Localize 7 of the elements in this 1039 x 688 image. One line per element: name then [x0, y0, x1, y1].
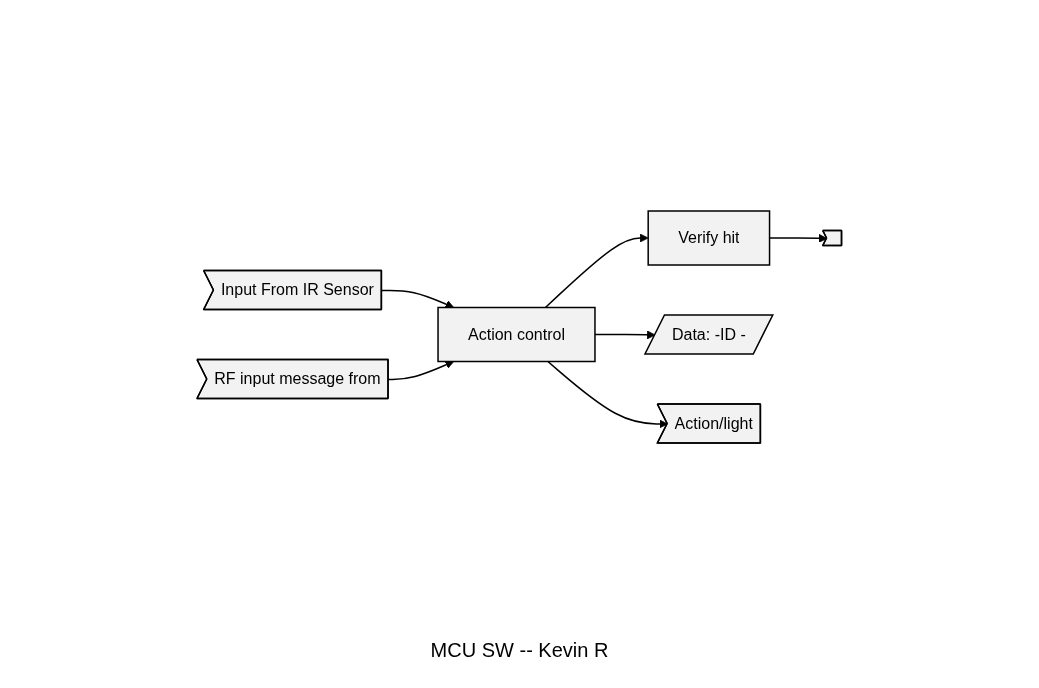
arrow [388, 360, 455, 380]
arrow [381, 289, 455, 308]
node-box: Action control [437, 306, 596, 362]
arrow [769, 233, 828, 243]
caption: MCU SW -- Kevin R [430, 638, 609, 662]
arrow [544, 233, 649, 308]
node-box: Verify hit [647, 209, 771, 266]
